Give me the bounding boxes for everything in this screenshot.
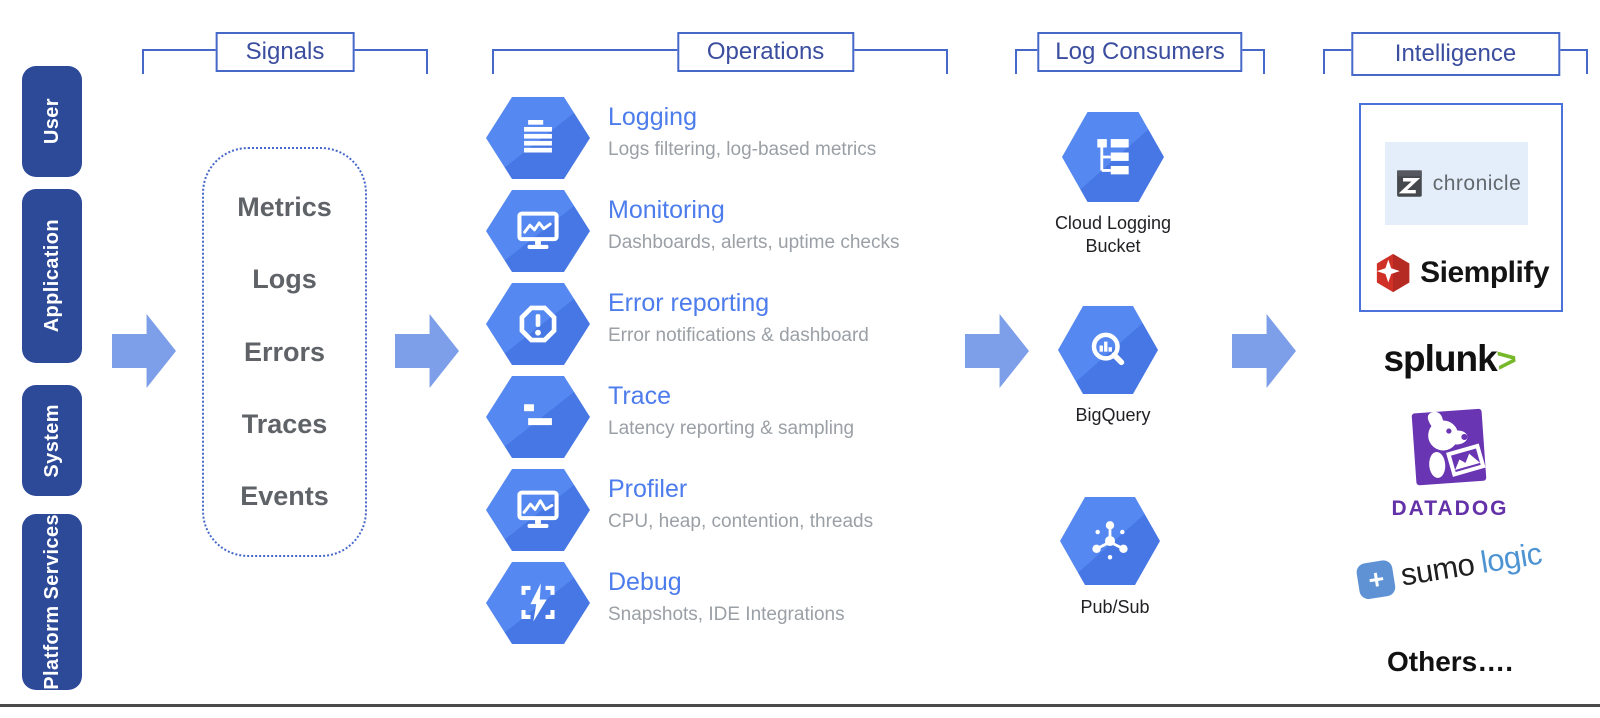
- source-pill-label: System: [40, 403, 63, 478]
- operation-title: Trace: [608, 382, 671, 410]
- operation-title: Debug: [608, 568, 682, 596]
- cloud-logging-bucket-glyph: [1097, 139, 1129, 175]
- source-pill-label: Application: [40, 219, 63, 333]
- datadog-icon: [1411, 408, 1487, 486]
- splunk-wordmark: splunk: [1383, 338, 1497, 379]
- bracket-tick: [1586, 49, 1588, 74]
- operation-description: Latency reporting & sampling: [608, 418, 855, 439]
- cloud-logging-bucket-icon: [1062, 112, 1164, 202]
- consumer-label: Pub/Sub: [1030, 596, 1200, 619]
- splunk-arrow-icon: >: [1494, 340, 1519, 380]
- debug-icon: [486, 562, 590, 644]
- profiler-glyph: [517, 490, 559, 528]
- bracket-tick: [142, 49, 144, 74]
- monitoring-glyph: [517, 211, 559, 249]
- error-reporting-icon: [486, 283, 590, 365]
- bigquery-icon: [1058, 306, 1158, 394]
- bracket-tick: [492, 49, 494, 74]
- datadog-logo: DATADOG: [1340, 405, 1560, 521]
- trace-glyph: [524, 404, 552, 426]
- error-reporting-glyph: [519, 305, 557, 343]
- bigquery-glyph: [1091, 332, 1125, 366]
- signal-list: Metrics Logs Errors Traces Events: [202, 192, 367, 512]
- source-pill-application: Application: [22, 189, 82, 363]
- operation-title: Profiler: [608, 475, 688, 503]
- signal-item: Metrics: [237, 192, 332, 222]
- operations-bracket: Operations: [492, 32, 948, 106]
- consumer-label-text: Pub/Sub: [1080, 597, 1150, 617]
- bracket-tick: [426, 49, 428, 74]
- chronicle-icon: [1396, 169, 1422, 197]
- operation-description: Error notifications & dashboard: [608, 325, 869, 346]
- sumologic-plus-icon: +: [1355, 559, 1397, 601]
- consumer-label-text: Cloud Logging Bucket: [1054, 213, 1172, 256]
- signals-bracket: Signals: [142, 32, 428, 106]
- consumer-label: BigQuery: [1028, 404, 1198, 427]
- siemplify-wordmark: Siemplify: [1420, 256, 1549, 289]
- operation-title: Logging: [608, 103, 697, 131]
- source-pill-user: User: [22, 66, 82, 177]
- operation-description: Dashboards, alerts, uptime checks: [608, 232, 900, 253]
- chronicle-logo: chronicle: [1385, 142, 1528, 225]
- bracket-tick: [1263, 49, 1265, 74]
- datadog-wordmark: DATADOG: [1391, 497, 1509, 520]
- operation-title: Monitoring: [608, 196, 725, 224]
- source-pill-label: Platform Services: [40, 514, 63, 690]
- source-pill-platform-services: Platform Services: [22, 514, 82, 690]
- log-consumers-header: Log Consumers: [1037, 32, 1243, 72]
- profiler-icon: [486, 469, 590, 551]
- signal-item: Errors: [243, 336, 326, 367]
- signals-container: [202, 147, 367, 557]
- operation-description: Snapshots, IDE Integrations: [608, 604, 845, 625]
- signals-header: Signals: [215, 32, 355, 72]
- debug-glyph: [521, 583, 555, 622]
- bracket-tick: [946, 49, 948, 74]
- others-label: Others….: [1386, 646, 1514, 677]
- monitoring-icon: [486, 190, 590, 272]
- operation-description: Logs filtering, log-based metrics: [608, 139, 877, 160]
- bracket-tick: [1015, 49, 1017, 74]
- log-consumers-bracket: Log Consumers: [1015, 32, 1265, 106]
- operations-header: Operations: [676, 32, 855, 72]
- splunk-logo: splunk>: [1340, 338, 1560, 380]
- pubsub-glyph: [1092, 521, 1128, 560]
- pubsub-icon: [1060, 497, 1160, 585]
- consumer-label-text: BigQuery: [1075, 405, 1151, 425]
- source-pill-system: System: [22, 385, 82, 496]
- consumer-label: Cloud Logging Bucket: [1038, 212, 1188, 257]
- flow-arrow-icon: [395, 314, 459, 388]
- trace-icon: [486, 376, 590, 458]
- flow-arrow-icon: [965, 314, 1029, 388]
- operation-title: Error reporting: [608, 289, 770, 317]
- operation-description: CPU, heap, contention, threads: [608, 511, 874, 532]
- siemplify-logo: Siemplify: [1374, 248, 1549, 298]
- sumologic-wordmark-logic: logic: [1478, 535, 1545, 580]
- flow-arrow-icon: [1232, 314, 1296, 388]
- source-pill-label: User: [40, 98, 63, 145]
- signal-item: Events: [240, 481, 329, 511]
- flow-arrow-icon: [112, 314, 176, 388]
- signal-item: Traces: [241, 408, 328, 439]
- logging-icon: [486, 97, 590, 179]
- chronicle-wordmark: chronicle: [1432, 171, 1522, 195]
- sumologic-wordmark-sumo: sumo: [1398, 546, 1477, 593]
- bracket-tick: [1323, 49, 1325, 74]
- siemplify-icon: [1376, 253, 1410, 293]
- logging-glyph: [524, 120, 552, 153]
- intelligence-header: Intelligence: [1350, 32, 1561, 76]
- signal-item: Logs: [252, 264, 317, 295]
- sumologic-plus-glyph: +: [1366, 563, 1387, 596]
- intelligence-bracket: Intelligence: [1323, 32, 1588, 106]
- slide-bottom-divider: [0, 704, 1600, 707]
